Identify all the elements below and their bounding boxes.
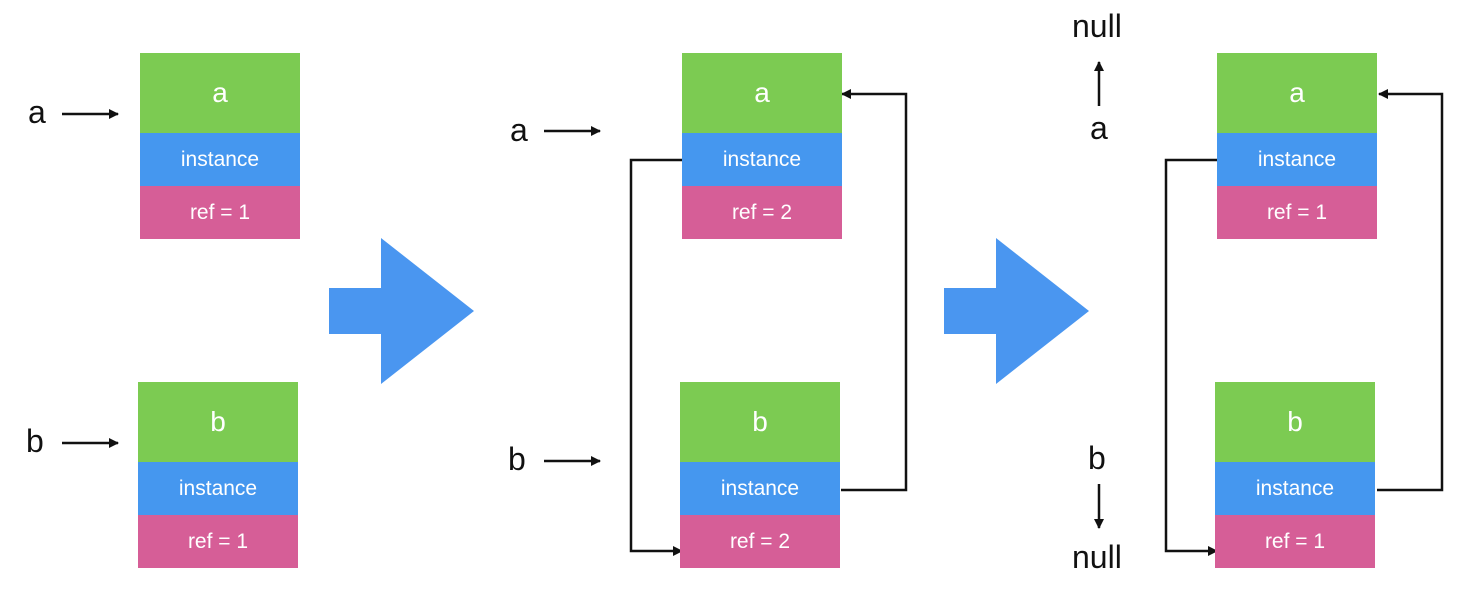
- variable-label-b: b: [1088, 440, 1106, 476]
- variable-label-a: a: [28, 94, 46, 130]
- instance-field: instance: [1217, 133, 1377, 186]
- transition-arrow: [944, 238, 1089, 384]
- instance-field: instance: [138, 462, 298, 515]
- variable-label-b: b: [508, 441, 526, 477]
- reference-a-to-b-connector: [629, 158, 684, 556]
- object-block-b: b instance ref = 1: [138, 382, 298, 568]
- ref-count: ref = 2: [680, 515, 840, 568]
- object-block-a: a instance ref = 1: [1217, 53, 1377, 239]
- transition-arrow: [329, 238, 474, 384]
- object-name: a: [1217, 53, 1377, 133]
- instance-field: instance: [140, 133, 300, 186]
- ref-count: ref = 1: [1217, 186, 1377, 239]
- ref-count: ref = 1: [1215, 515, 1375, 568]
- reference-b-to-a-connector: [841, 89, 908, 492]
- reference-b-to-a-connector: [1377, 89, 1444, 492]
- reference-a-to-b-connector: [1164, 158, 1219, 556]
- ref-count: ref = 1: [138, 515, 298, 568]
- ref-count: ref = 2: [682, 186, 842, 239]
- null-label: null: [1072, 8, 1122, 44]
- object-name: b: [138, 382, 298, 462]
- instance-field: instance: [682, 133, 842, 186]
- object-name: b: [680, 382, 840, 462]
- variable-label-a: a: [510, 112, 528, 148]
- object-block-a: a instance ref = 1: [140, 53, 300, 239]
- null-label: null: [1072, 539, 1122, 575]
- object-name: a: [140, 53, 300, 133]
- object-name: b: [1215, 382, 1375, 462]
- instance-field: instance: [680, 462, 840, 515]
- object-block-b: b instance ref = 2: [680, 382, 840, 568]
- variable-label-b: b: [26, 423, 44, 459]
- instance-field: instance: [1215, 462, 1375, 515]
- variable-label-a: a: [1090, 110, 1108, 146]
- ref-count: ref = 1: [140, 186, 300, 239]
- object-name: a: [682, 53, 842, 133]
- object-block-b: b instance ref = 1: [1215, 382, 1375, 568]
- object-block-a: a instance ref = 2: [682, 53, 842, 239]
